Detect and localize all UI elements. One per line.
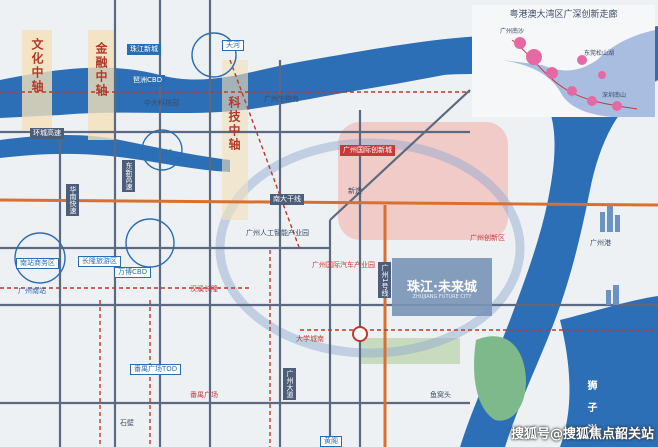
road-tag-line12: 广州1号线 xyxy=(378,262,391,299)
station-univ-south: 大学城南 xyxy=(296,335,324,343)
place-intl-innov: 广州国际创新城 xyxy=(340,145,395,156)
station-marker xyxy=(352,326,368,342)
place-panyu-square: 番禺广场TOD xyxy=(130,364,182,375)
road-tag-b: 华南快速 xyxy=(66,184,79,216)
pearl-river xyxy=(0,30,520,118)
place-gz-south: 广州南站 xyxy=(18,287,46,295)
gba-inset: 粤港澳大湾区广深创新走廊 广州南沙 东莞松山湖 深圳南山 xyxy=(472,5,655,117)
island xyxy=(474,336,526,421)
place-wanbo: 万博CBD xyxy=(114,267,152,278)
circle-marker-d xyxy=(14,232,66,284)
place-pazhou: 琶洲CBD xyxy=(130,75,166,86)
road-tag-south-ring: 南大干线 xyxy=(270,194,304,205)
circle-marker-b xyxy=(141,129,183,171)
circle-marker-a xyxy=(191,32,237,78)
place-hex-park: 广州创新区 xyxy=(470,234,505,242)
place-shiziyang: 狮子洋 xyxy=(585,380,596,446)
place-zhujiang: 珠江新城 xyxy=(127,44,161,55)
gba-title: 粤港澳大湾区广深创新走廊 xyxy=(509,10,618,20)
shiziyang-channel xyxy=(440,26,658,447)
project-subtitle: ZHUJIANG FUTURE CITY xyxy=(412,294,472,300)
svg-text:深圳南山: 深圳南山 xyxy=(602,91,626,99)
gba-mini-map: 广州南沙 东莞松山湖 深圳南山 xyxy=(500,27,655,117)
tech-axis-label: 科技中轴 xyxy=(227,96,241,152)
station-hanxi: 汉溪长隆 xyxy=(190,285,218,293)
orange-roads xyxy=(0,198,658,447)
place-sci-park: 中大科技园 xyxy=(144,99,179,107)
place-yuyao: 鱼窝头 xyxy=(430,391,451,399)
place-univ: 大学城 xyxy=(151,149,172,157)
culture-axis-label: 文化中轴 xyxy=(30,38,44,94)
project-name: 珠江·未来城 xyxy=(407,280,477,295)
place-auto: 广州国际汽车产业园 xyxy=(312,261,375,269)
station-panyu: 番禺广场 xyxy=(190,391,218,399)
east-estuary xyxy=(560,296,658,447)
road-tag-d: 广州大道 xyxy=(283,368,296,400)
place-shibi: 石壁 xyxy=(120,419,134,427)
watermark: 搜狐号@搜狐焦点韶关站 xyxy=(510,427,654,442)
svg-text:东莞松山湖: 东莞松山湖 xyxy=(584,49,614,57)
place-xinzao: 新造 xyxy=(348,187,362,195)
project-future-city: 珠江·未来城 ZHUJIANG FUTURE CITY xyxy=(392,258,492,316)
place-huangge: 黄阁 xyxy=(320,436,342,447)
tech-axis-band xyxy=(222,60,248,220)
place-ai-park: 广州人工智能产业园 xyxy=(246,229,309,237)
green-park xyxy=(360,338,460,364)
road-tag-c: 东新高速 xyxy=(122,160,135,192)
finance-axis-label: 金融中轴 xyxy=(94,42,108,98)
buildings-right xyxy=(600,205,620,305)
finance-axis-band xyxy=(88,30,114,140)
place-changlong: 长隆旅游区 xyxy=(78,256,121,267)
svg-text:广州南沙: 广州南沙 xyxy=(500,27,524,35)
place-nanzhan-biz: 南站商务区 xyxy=(16,258,59,269)
road-tag-a: 环城高速 xyxy=(30,128,64,139)
culture-axis-band xyxy=(22,30,52,130)
place-tianhe: 天河 xyxy=(222,40,244,51)
place-gz-port: 广州港 xyxy=(590,239,611,247)
place-bio-island: 广州生物岛 xyxy=(264,95,299,103)
